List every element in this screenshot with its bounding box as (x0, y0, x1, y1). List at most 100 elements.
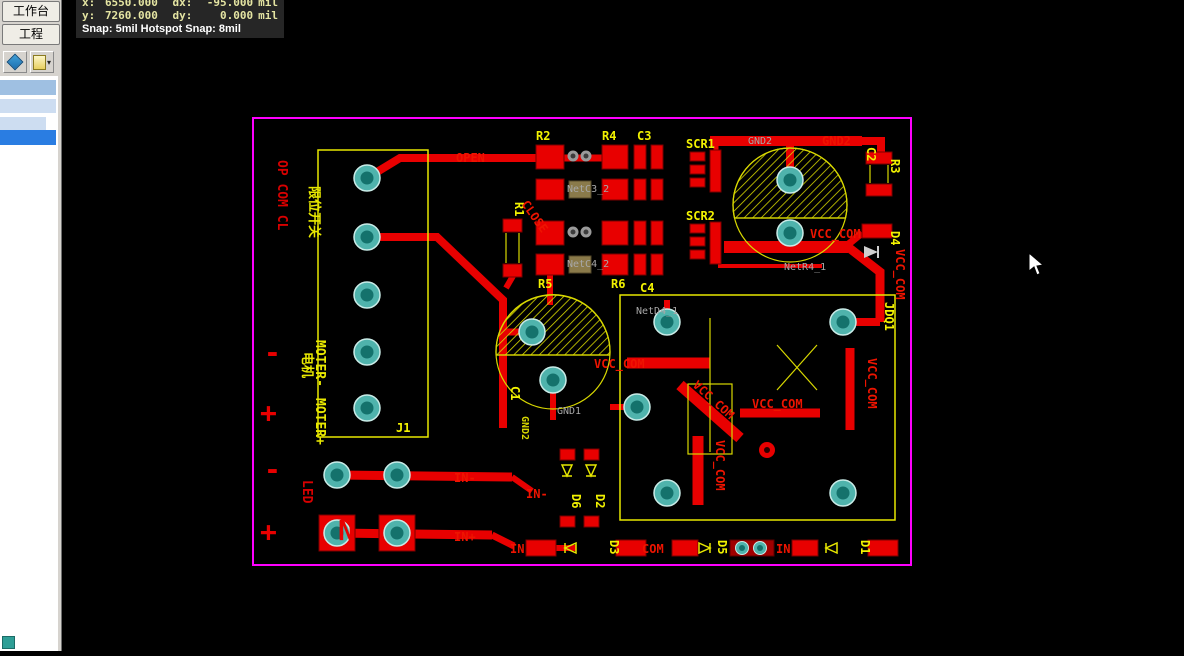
diode-symbol (561, 464, 573, 477)
board-outline[interactable] (252, 117, 912, 566)
edit-document-button[interactable]: ▾ (30, 51, 54, 73)
net-vcc-com: VCC_COM (892, 249, 907, 300)
component-c2[interactable] (732, 147, 848, 263)
component-d2[interactable] (583, 448, 600, 528)
component-r3[interactable] (865, 151, 893, 197)
net-in-plus: IN+ (454, 530, 476, 544)
diode-symbol (825, 542, 838, 554)
label-r3: R3 (888, 159, 902, 173)
net-netc3-2: NetC3_2 (567, 184, 609, 195)
silk-minus: - (264, 336, 281, 369)
smd-components-top[interactable] (535, 144, 664, 276)
pad[interactable] (776, 166, 804, 194)
diode-symbol (864, 246, 878, 258)
pad[interactable] (518, 318, 546, 346)
label-c2: C2 (864, 147, 878, 161)
label-r6: R6 (611, 277, 625, 291)
pcb-drawing: R2 R4 C3 SCR1 SCR2 R5 R6 C4 R1 C2 R3 D4 … (252, 117, 912, 566)
tab-workbench-label: 工作台 (12, 4, 49, 18)
pad[interactable] (653, 479, 681, 507)
x-label: x: (82, 0, 96, 9)
label-d3: D3 (607, 540, 621, 554)
tab-workbench[interactable]: 工作台 (2, 1, 60, 22)
tree-item[interactable] (0, 99, 56, 113)
net-close: CLOSE (519, 198, 551, 236)
label-jdq1: JDQ1 (882, 302, 896, 331)
silk-plus: + (260, 396, 277, 429)
pad-small[interactable] (753, 541, 767, 555)
tree-item[interactable] (0, 80, 56, 95)
label-d1: D1 (858, 540, 872, 554)
dy-label: dy: (172, 9, 193, 22)
component-scr1[interactable] (689, 149, 722, 193)
label-j1: J1 (396, 421, 410, 435)
panel-button[interactable] (3, 51, 27, 73)
pad-small[interactable] (735, 541, 749, 555)
dx-label: dx: (172, 0, 193, 9)
label-r2: R2 (536, 129, 550, 143)
pad[interactable] (383, 461, 411, 489)
connector-j1[interactable] (317, 149, 429, 438)
pad[interactable] (323, 461, 351, 489)
component-scr2[interactable] (689, 221, 722, 265)
net-com: COM (642, 542, 664, 556)
net-in-minus: IN- (454, 471, 476, 485)
sidebar-toolbar: ▾ (0, 47, 61, 77)
left-sidebar: 工作台 工程 ▾ (0, 0, 62, 651)
pad[interactable] (353, 223, 381, 251)
pad[interactable] (353, 338, 381, 366)
y-value: 7260.000 (104, 9, 158, 22)
diode-symbol (585, 464, 597, 477)
silk-moter-plus: MOTER+ (312, 398, 327, 445)
net-labels-gray[interactable]: GND2 NetC3_2 NetC4_2 NetR4_1 NetD4_1 GND… (557, 136, 826, 417)
silkscreen-labels[interactable]: OP COM CL 限位开关 电机 MOTER- MOTER+ LED N - … (260, 160, 530, 548)
designator-labels[interactable]: R2 R4 C3 SCR1 SCR2 R5 R6 C4 R1 C2 R3 D4 … (396, 129, 902, 554)
net-in: IN (510, 542, 524, 556)
connector-led[interactable] (318, 461, 416, 552)
pad[interactable] (776, 219, 804, 247)
label-d5: D5 (715, 540, 729, 554)
component-jdq1[interactable] (619, 294, 896, 521)
diamond-icon (6, 53, 24, 71)
tree-item-selected[interactable] (0, 130, 56, 145)
tree-item[interactable] (0, 117, 46, 130)
tab-project-label: 工程 (18, 27, 43, 41)
pad[interactable] (353, 394, 381, 422)
component-c1[interactable] (495, 293, 611, 410)
label-c1: C1 (508, 386, 522, 400)
label-scr1: SCR1 (686, 137, 715, 151)
y-label: y: (82, 9, 96, 22)
pad[interactable] (353, 281, 381, 309)
pad[interactable] (829, 308, 857, 336)
net-vcc-com: VCC_COM (752, 397, 803, 412)
label-r1: R1 (512, 202, 526, 216)
pcb-editor-canvas[interactable]: R2 R4 C3 SCR1 SCR2 R5 R6 C4 R1 C2 R3 D4 … (62, 0, 1184, 651)
net-gnd2-red: GND2 (822, 134, 851, 148)
dy-value: 0.000 (220, 9, 254, 22)
dropdown-caret-icon: ▾ (46, 57, 51, 67)
silk-motor: 电机 (299, 352, 315, 378)
label-scr2: SCR2 (686, 209, 715, 223)
dx-unit: mil (258, 0, 278, 9)
net-open: OPEN (456, 151, 485, 165)
project-tree (0, 76, 58, 651)
bottom-corner-icon[interactable] (2, 636, 15, 649)
label-d6: D6 (569, 494, 583, 508)
component-d6[interactable] (559, 448, 576, 528)
bottom-diode-row[interactable] (525, 539, 899, 557)
net-gnd1: GND1 (557, 406, 581, 417)
pad[interactable] (829, 479, 857, 507)
net-in: IN (776, 542, 790, 556)
pad[interactable] (539, 366, 567, 394)
component-d4[interactable] (861, 223, 893, 258)
pad[interactable] (353, 164, 381, 192)
label-c4: C4 (640, 281, 654, 295)
pad[interactable] (383, 519, 411, 547)
label-c3: C3 (637, 129, 651, 143)
component-r1[interactable] (502, 218, 523, 278)
pad[interactable] (623, 393, 651, 421)
tab-project[interactable]: 工程 (2, 24, 60, 45)
net-vcc-com: VCC_COM (594, 357, 645, 372)
net-in-minus: IN- (526, 487, 548, 501)
